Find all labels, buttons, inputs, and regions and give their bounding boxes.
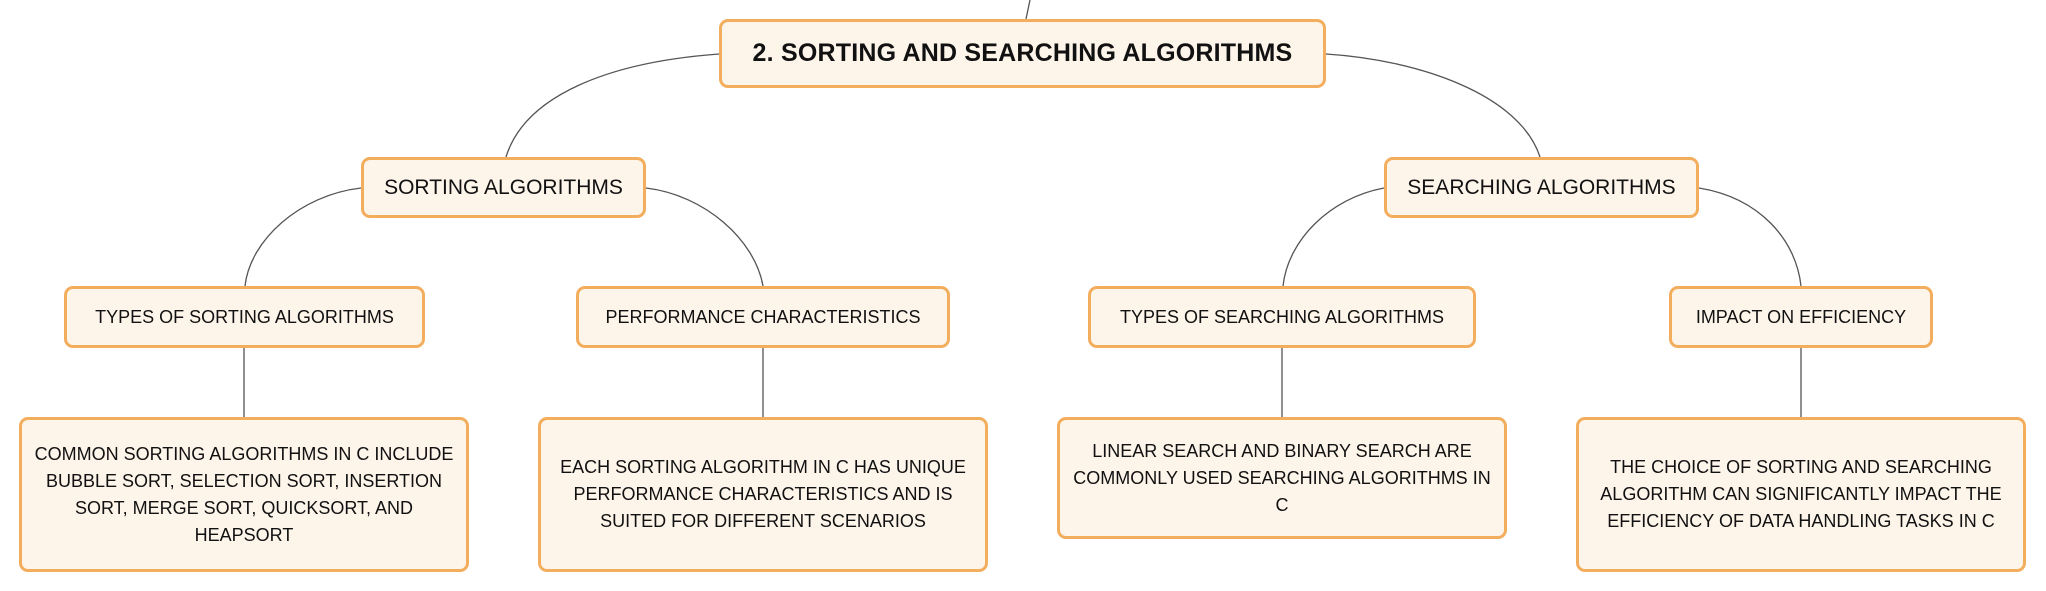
sub-node-label: TYPES OF SORTING ALGORITHMS: [95, 306, 394, 327]
branch-node-label: SORTING ALGORITHMS: [384, 175, 623, 199]
detail-node-text: EACH SORTING ALGORITHM IN C HAS UNIQUE P…: [560, 457, 966, 531]
root-node-label: 2. SORTING AND SEARCHING ALGORITHMS: [752, 39, 1293, 67]
sub-node-impact-on-efficiency[interactable]: IMPACT ON EFFICIENCY: [1669, 286, 1933, 348]
detail-node-text: THE CHOICE OF SORTING AND SEARCHING ALGO…: [1600, 457, 2002, 531]
detail-node-text: COMMON SORTING ALGORITHMS IN C INCLUDE B…: [34, 443, 454, 545]
connector-searching-to-impact: [1698, 187, 1802, 287]
branch-node-label: SEARCHING ALGORITHMS: [1407, 175, 1676, 199]
sub-node-label: TYPES OF SEARCHING ALGORITHMS: [1119, 306, 1445, 327]
branch-node-sorting[interactable]: SORTING ALGORITHMS: [361, 157, 646, 218]
sub-node-performance-characteristics[interactable]: PERFORMANCE CHARACTERISTICS: [576, 286, 950, 348]
detail-node-efficiency[interactable]: THE CHOICE OF SORTING AND SEARCHING ALGO…: [1576, 417, 2026, 572]
detail-node-searching-types[interactable]: LINEAR SEARCH AND BINARY SEARCH ARE COMM…: [1057, 417, 1507, 539]
detail-node-performance[interactable]: EACH SORTING ALGORITHM IN C HAS UNIQUE P…: [538, 417, 988, 572]
connector-sorting-to-types: [244, 187, 362, 287]
connector-parent-to-root: [1025, 0, 1031, 20]
connector-root-to-sorting: [505, 53, 720, 158]
detail-node-sorting-types[interactable]: COMMON SORTING ALGORITHMS IN C INCLUDE B…: [19, 417, 469, 572]
sub-node-types-of-searching[interactable]: TYPES OF SEARCHING ALGORITHMS: [1088, 286, 1476, 348]
branch-node-searching[interactable]: SEARCHING ALGORITHMS: [1384, 157, 1699, 218]
sub-node-label: IMPACT ON EFFICIENCY: [1695, 306, 1907, 327]
connector-sorting-to-performance: [645, 187, 764, 287]
root-node[interactable]: 2. SORTING AND SEARCHING ALGORITHMS: [719, 19, 1326, 88]
connector-searching-to-types: [1282, 187, 1385, 287]
sub-node-label: PERFORMANCE CHARACTERISTICS: [605, 306, 921, 327]
detail-node-text: LINEAR SEARCH AND BINARY SEARCH ARE COMM…: [1073, 440, 1491, 515]
connector-root-to-searching: [1325, 53, 1541, 158]
sub-node-types-of-sorting[interactable]: TYPES OF SORTING ALGORITHMS: [64, 286, 425, 348]
